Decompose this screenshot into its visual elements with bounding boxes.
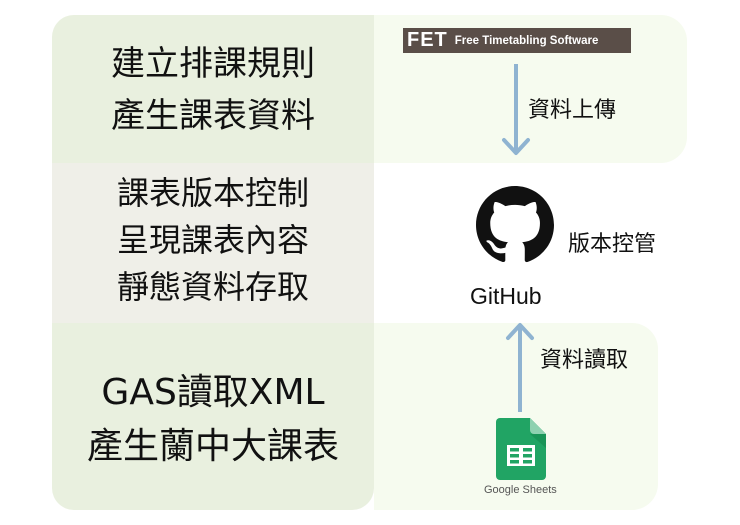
version-control-label: 版本控管: [568, 232, 657, 257]
block-line: GAS讀取XML: [101, 372, 325, 413]
step-block-gas: GAS讀取XML 產生蘭中大課表: [52, 366, 374, 474]
fet-logo-title: FET: [407, 29, 448, 51]
arrow-down-icon: [502, 64, 530, 155]
block-line: 產生課表資料: [111, 96, 315, 136]
arrow-up-icon: [506, 323, 534, 412]
github-label: GitHub: [470, 283, 542, 309]
left-panel-bottom: [52, 323, 374, 510]
block-line: 靜態資料存取: [116, 268, 309, 306]
block-line: 呈現課表內容: [116, 221, 309, 259]
block-line: 課表版本控制: [116, 174, 309, 212]
upload-label: 資料上傳: [528, 98, 617, 123]
read-label: 資料讀取: [540, 348, 629, 373]
fet-logo-subtitle: Free Timetabling Software: [454, 34, 599, 47]
google-sheets-label: Google Sheets: [484, 484, 557, 496]
step-block-github: 課表版本控制 呈現課表內容 靜態資料存取: [52, 170, 374, 311]
fet-logo: FET Free Timetabling Software: [403, 28, 631, 53]
block-line: 建立排課規則: [111, 44, 315, 84]
block-line: 產生蘭中大課表: [86, 426, 339, 467]
left-panel-middle: [52, 163, 374, 323]
step-block-fet: 建立排課規則 產生課表資料: [52, 38, 374, 142]
google-sheets-icon: [496, 418, 546, 480]
left-panel-top: [52, 15, 374, 163]
github-octocat-icon: [476, 186, 554, 263]
